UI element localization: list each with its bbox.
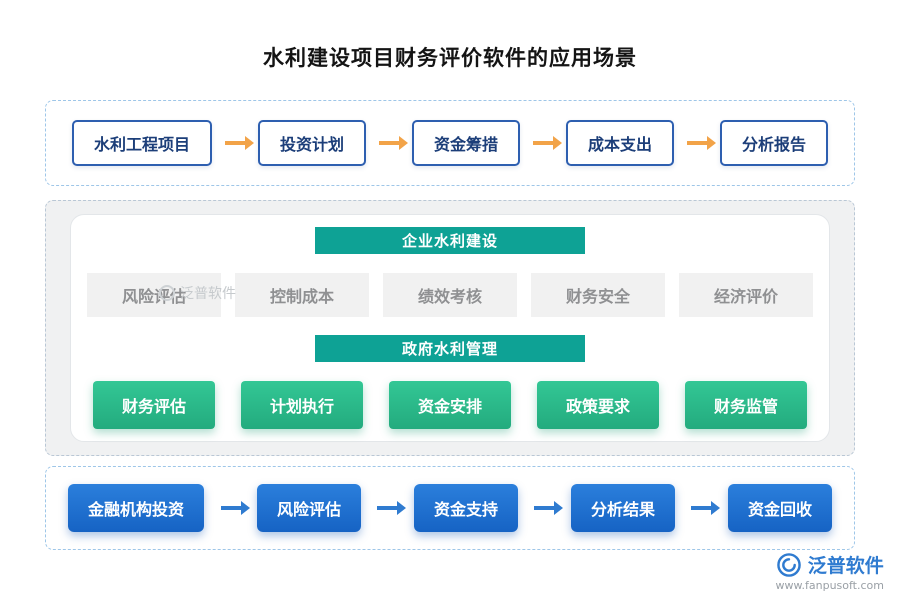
enterprise-item-1: 风险评估 [87,272,221,317]
bottom-flow-step-4: 分析结果 [570,484,675,532]
government-item-2: 计划执行 [241,380,363,429]
bottom-flow-step-2: 风险评估 [256,484,361,532]
brand-name: 泛普软件 [807,555,884,577]
arrow-right-icon [378,141,399,145]
government-item-5: 财务监管 [685,380,807,429]
government-items-row: 财务评估 计划执行 资金安排 政策要求 财务监管 [87,380,813,429]
arrow-right-icon [534,506,555,510]
bottom-flow-band: 金融机构投资 风险评估 资金支持 分析结果 资金回收 [45,466,855,550]
middle-panel: 企业水利建设 风险评估 控制成本 绩效考核 财务安全 经济评价 政府水利管理 财… [70,214,830,442]
top-flow-step-2: 投资计划 [257,120,366,166]
enterprise-item-3: 绩效考核 [383,272,517,317]
bottom-flow-step-3: 资金支持 [413,484,518,532]
enterprise-item-2: 控制成本 [235,272,369,317]
page-title: 水利建设项目财务评价软件的应用场景 [263,46,637,70]
top-flow-band: 水利工程项目 投资计划 资金筹措 成本支出 分析报告 [45,100,855,186]
top-flow-step-5: 分析报告 [719,120,828,166]
top-flow-step-3: 资金筹措 [411,120,520,166]
fanpu-logo-icon [776,552,801,577]
arrow-right-icon [220,506,241,510]
arrow-right-icon [691,506,712,510]
bottom-flow-step-1: 金融机构投资 [68,484,205,532]
government-header: 政府水利管理 [315,335,585,363]
arrow-right-icon [377,506,398,510]
bottom-flow-step-5: 资金回收 [727,484,832,532]
enterprise-header: 企业水利建设 [315,227,585,254]
arrow-right-icon [686,141,707,145]
enterprise-item-4: 财务安全 [531,272,665,317]
enterprise-items-row: 风险评估 控制成本 绩效考核 财务安全 经济评价 [87,272,813,317]
middle-band: 企业水利建设 风险评估 控制成本 绩效考核 财务安全 经济评价 政府水利管理 财… [45,200,855,456]
government-item-4: 政策要求 [537,380,659,429]
government-item-3: 资金安排 [389,380,511,429]
brand-site: www.fanpusoft.com [775,579,884,592]
brand-logo: 泛普软件 www.fanpusoft.com [776,551,884,592]
top-flow-step-4: 成本支出 [565,120,674,166]
arrow-right-icon [532,141,553,145]
enterprise-item-5: 经济评价 [679,272,813,317]
top-flow-step-1: 水利工程项目 [72,120,213,166]
government-item-1: 财务评估 [93,380,215,429]
arrow-right-icon [225,141,245,145]
